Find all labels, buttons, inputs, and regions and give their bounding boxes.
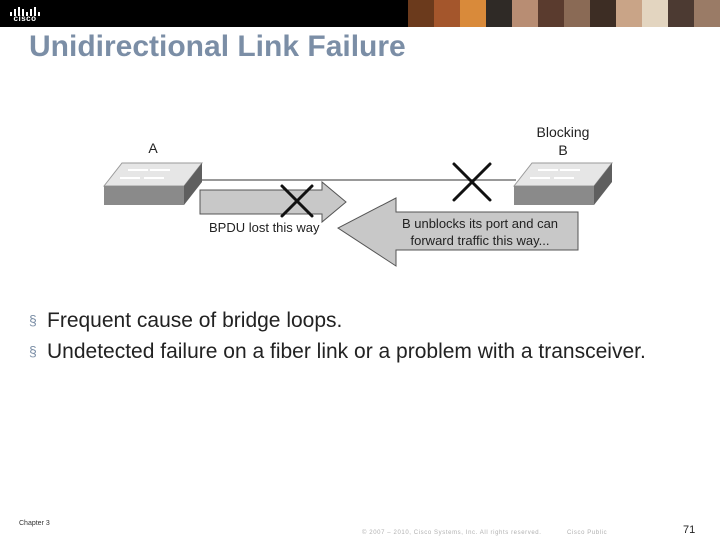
photo-tile (616, 0, 642, 27)
chapter-label: Chapter 3 (19, 520, 50, 527)
photo-tile (434, 0, 460, 27)
bullet-list: § Frequent cause of bridge loops. § Unde… (29, 305, 649, 367)
unblock-arrow-label-line2: forward traffic this way... (411, 233, 550, 248)
bpdu-arrow-label: BPDU lost this way (209, 220, 320, 235)
classification-label: Cisco Public (567, 530, 608, 536)
slide-title: Unidirectional Link Failure (29, 30, 406, 63)
top-banner: cisco (0, 0, 720, 27)
bullet-text: Frequent cause of bridge loops. (47, 309, 343, 332)
x-mark-icon (452, 162, 492, 202)
switch-b-label: B (558, 142, 567, 158)
photo-tile (512, 0, 538, 27)
page-number: 71 (683, 524, 696, 536)
bullet-item: § Undetected failure on a fiber link or … (29, 336, 649, 367)
logo-text: cisco (13, 14, 37, 23)
photo-tile (564, 0, 590, 27)
switch-a-icon (102, 162, 204, 205)
bullet-item: § Frequent cause of bridge loops. (29, 305, 649, 336)
photo-tile (538, 0, 564, 27)
copyright-text: © 2007 – 2010, Cisco Systems, Inc. All r… (362, 530, 542, 536)
unblock-arrow (337, 197, 579, 267)
switch-b-icon (512, 162, 614, 205)
photo-tile (590, 0, 616, 27)
bullet-marker: § (29, 312, 37, 328)
bullet-text: Undetected failure on a fiber link or a … (47, 340, 646, 363)
unblock-arrow-label-line1: B unblocks its port and can (402, 216, 558, 231)
switch-b-status-label: Blocking (537, 124, 590, 140)
bullet-marker: § (29, 343, 37, 359)
photo-tile (408, 0, 434, 27)
photo-tile (668, 0, 694, 27)
photo-tile (694, 0, 720, 27)
x-mark-icon (280, 184, 314, 218)
bpdu-arrow (199, 180, 347, 224)
photo-tile (486, 0, 512, 27)
cisco-logo-icon: cisco (8, 4, 42, 23)
photo-strip (408, 0, 720, 27)
photo-tile (642, 0, 668, 27)
photo-tile (460, 0, 486, 27)
network-diagram: A Blocking B BPDU lost this way B unbloc… (100, 118, 620, 278)
switch-a-label: A (148, 140, 158, 156)
